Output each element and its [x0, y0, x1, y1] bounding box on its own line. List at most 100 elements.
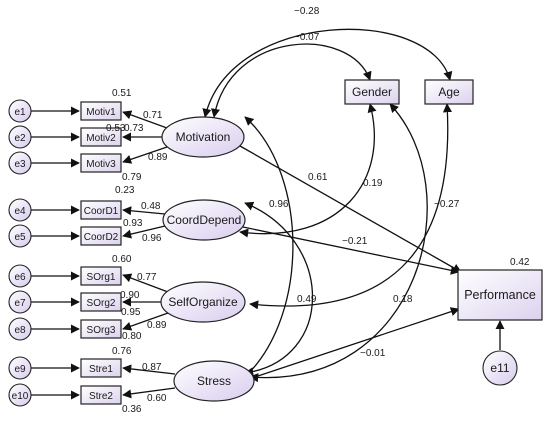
indicators: Motiv1 Motiv2 Motiv3 CoorD1 CoorD2 SOrg1… — [80, 79, 543, 405]
load-motivation-motiv1 — [122, 110, 168, 129]
indicator-coord1-label: CoorD1 — [84, 206, 119, 217]
latent-selforganize-label: SelfOrganize — [168, 295, 238, 309]
indicator-sorg1-label: SOrg1 — [87, 272, 116, 283]
cov-age-motivation — [202, 28, 453, 118]
path-label-coorddepend-performance: −0.21 — [342, 236, 368, 247]
latent-motivation — [161, 116, 245, 158]
r2-sorg3: 0.80 — [122, 331, 142, 342]
error-e9-label: e9 — [14, 364, 26, 375]
observed-gender — [344, 79, 400, 105]
indicator-motiv3-label: Motiv3 — [86, 159, 116, 170]
indicator-motiv1 — [80, 101, 122, 121]
indicator-sorg2-label: SOrg2 — [87, 298, 116, 309]
latent-selforganize — [160, 281, 246, 323]
error-e5 — [8, 224, 32, 248]
error-e4-label: e4 — [14, 206, 26, 217]
cov-label-gender-coorddepend: 0.19 — [363, 178, 383, 189]
cov-gender-coorddepend — [239, 103, 377, 238]
loading-stre1: 0.87 — [142, 362, 162, 373]
indicator-sorg2 — [80, 292, 122, 312]
indicator-motiv1-label: Motiv1 — [86, 107, 116, 118]
latent-motivation-label: Motivation — [176, 130, 231, 144]
path-stress-performance — [242, 307, 460, 382]
r2-performance: 0.42 — [510, 257, 530, 268]
load-coorddepend-coord1 — [122, 206, 166, 216]
load-motivation-motiv3 — [122, 146, 168, 164]
cov-label-age-selforganize: −0.27 — [434, 199, 460, 210]
cov-gender-stress — [249, 103, 428, 383]
indicator-motiv2-label: Motiv2 — [86, 133, 116, 144]
indicator-coord2 — [80, 226, 122, 246]
cov-gender-motivation — [211, 43, 372, 118]
r2-coord2: 0.96 — [142, 233, 162, 244]
cov-label-age-motivation: −0.28 — [294, 6, 320, 17]
error-e10-label: e10 — [12, 391, 29, 402]
error-e11-label: e11 — [490, 361, 509, 375]
loading-stre2: 0.60 — [147, 393, 167, 404]
latent-stress-label: Stress — [197, 374, 231, 388]
indicator-sorg3-label: SOrg3 — [87, 325, 116, 336]
path-coorddepend-performance — [242, 226, 460, 275]
error-e2 — [8, 125, 32, 149]
r2-coord1: 0.23 — [115, 185, 135, 196]
error-e8-label: e8 — [14, 325, 26, 336]
path-label-selforganize-performance: 0.49 — [297, 294, 317, 305]
loading-sorg3: 0.89 — [147, 320, 167, 331]
cov-motivation-stress — [237, 116, 294, 384]
error-e11 — [482, 350, 518, 386]
load-selforganize-sorg1 — [122, 273, 169, 293]
indicator-stre1-label: Stre1 — [89, 364, 113, 375]
r2-sorg1: 0.60 — [112, 254, 132, 265]
indicator-sorg1 — [80, 266, 122, 286]
indicator-motiv3 — [80, 153, 122, 173]
path-motivation-performance — [239, 145, 462, 273]
observed-performance-label: Performance — [464, 288, 536, 302]
loading-coord2: 0.93 — [123, 218, 143, 229]
indicator-stre2-label: Stre2 — [89, 391, 113, 402]
path-label-motivation-performance: 0.61 — [308, 172, 328, 183]
observed-performance — [457, 269, 543, 321]
latent-coorddepend — [162, 199, 246, 241]
observed-gender-label: Gender — [352, 85, 392, 99]
error-e6-label: e6 — [14, 272, 26, 283]
edges — [31, 28, 505, 400]
error-e9 — [8, 356, 32, 380]
cov-label-gender-motivation: −0.07 — [294, 32, 320, 43]
error-e3-label: e3 — [14, 159, 26, 170]
indicator-coord2-label: CoorD2 — [84, 232, 119, 243]
coefficients: 0.51 0.53 0.79 0.23 0.96 0.60 0.90 0.80 … — [106, 6, 530, 415]
loading-motiv1: 0.71 — [143, 110, 163, 121]
loading-coord1: 0.48 — [141, 201, 161, 212]
indicator-sorg3 — [80, 319, 122, 339]
r2-stre1: 0.76 — [112, 346, 132, 357]
indicator-stre1 — [80, 358, 122, 378]
observed-age — [424, 79, 474, 105]
latent-factors: Motivation CoordDepend SelfOrganize Stre… — [160, 116, 255, 402]
load-stress-stre2 — [122, 387, 176, 399]
r2-motiv2: 0.53 — [106, 123, 126, 134]
indicator-motiv2 — [80, 127, 122, 147]
load-selforganize-sorg3 — [122, 312, 169, 331]
load-coorddepend-coord2 — [122, 225, 166, 239]
r2-sorg2: 0.90 — [120, 290, 140, 301]
error-e8 — [8, 317, 32, 341]
error-e2-label: e2 — [14, 133, 26, 144]
cov-label-motivation-stress: 0.96 — [269, 199, 289, 210]
error-e3 — [8, 151, 32, 175]
cov-label-coorddepend-stress: 0.18 — [393, 294, 413, 305]
indicator-coord1 — [80, 200, 122, 220]
error-terms: e1 e2 e3 e4 e5 e6 e7 e8 e9 e10 e11 — [8, 99, 518, 407]
r2-motiv1: 0.51 — [112, 88, 132, 99]
error-e7 — [8, 290, 32, 314]
loading-motiv2: 0.73 — [124, 123, 144, 134]
observed-age-label: Age — [438, 85, 460, 99]
loading-sorg2: 0.95 — [121, 307, 141, 318]
error-e5-label: e5 — [14, 232, 26, 243]
r2-stre2: 0.36 — [122, 404, 142, 415]
load-stress-stre1 — [122, 364, 176, 375]
error-e6 — [8, 264, 32, 288]
error-e1-label: e1 — [14, 107, 26, 118]
loading-sorg1: 0.77 — [137, 272, 157, 283]
error-e10 — [8, 383, 32, 407]
